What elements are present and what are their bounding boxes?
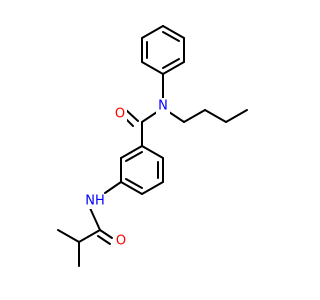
- nh-linker: [89, 181, 122, 231]
- svg-text:NH: NH: [85, 194, 105, 209]
- isobutyramide: [57, 229, 113, 267]
- svg-text:O: O: [116, 234, 126, 249]
- atom-amide-nitrogen: N: [156, 98, 170, 114]
- atom-nh-nitrogen: NH: [82, 193, 105, 209]
- svg-text:N: N: [158, 99, 168, 114]
- svg-text:O: O: [115, 107, 125, 122]
- atom-carbonyl-oxygen-bottom: O: [114, 233, 128, 249]
- molecule-diagram: O N NH O: [57, 25, 248, 267]
- atom-carbonyl-oxygen-top: O: [113, 107, 127, 123]
- phenyl-ring-top: [141, 25, 185, 75]
- butyl-chain: [168, 109, 248, 123]
- benzene-ring-center: [120, 145, 164, 195]
